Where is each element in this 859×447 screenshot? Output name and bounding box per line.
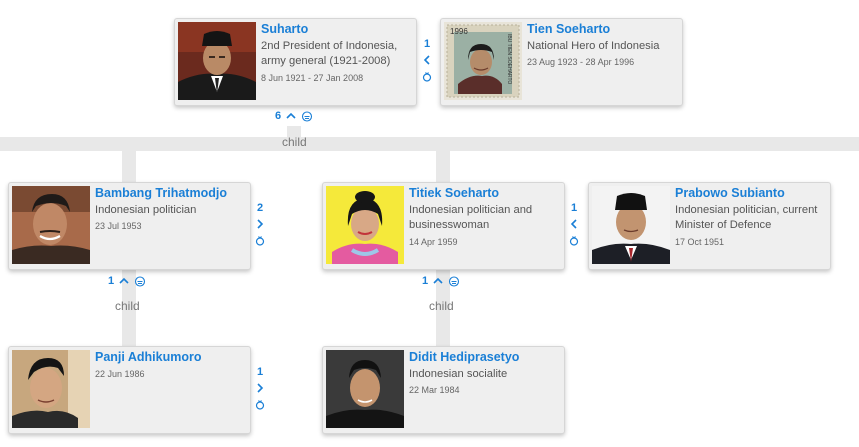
person-card-didit-hediprasetyo[interactable]: Didit Hediprasetyo Indonesian socialite … [322, 346, 565, 434]
titiek-children-controls: 1 [422, 275, 460, 287]
suharto-partner-controls: 1 [419, 36, 435, 84]
spouse-rings-icon[interactable] [252, 232, 268, 248]
person-description: Indonesian socialite [409, 368, 508, 380]
titiek-partner-controls: 1 [566, 200, 582, 248]
person-name[interactable]: Didit Hediprasetyo [409, 350, 520, 364]
person-dates: 23 Aug 1923 - 28 Apr 1996 [527, 57, 635, 67]
stamp-caption: IBU TIEN SOEHARTO [506, 34, 512, 84]
person-dates: 22 Mar 1984 [409, 385, 460, 395]
child-label: child [115, 299, 140, 313]
chevron-right-icon[interactable] [252, 380, 268, 396]
person-description: National Hero of Indonesia [527, 40, 660, 52]
person-name[interactable]: Bambang Trihatmodjo [95, 186, 227, 200]
spouse-rings-icon[interactable] [252, 396, 268, 412]
titiek-children-stem [436, 268, 450, 350]
person-photo [12, 350, 90, 428]
descendants-icon[interactable] [448, 275, 460, 287]
right-branch-connector [436, 137, 450, 185]
partner-count[interactable]: 1 [256, 366, 264, 378]
person-name[interactable]: Panji Adhikumoro [95, 350, 202, 364]
person-description: Indonesian politician [95, 204, 197, 216]
person-photo [326, 186, 404, 264]
person-photo [326, 350, 404, 428]
suharto-children-controls: 6 [275, 110, 313, 122]
person-photo [12, 186, 90, 264]
person-description: Indonesian politician and businesswoman [409, 204, 533, 231]
person-card-suharto[interactable]: Suharto 2nd President of Indonesia, army… [174, 18, 417, 106]
person-photo: 1996 IBU TIEN SOEHARTO [444, 22, 522, 100]
spouse-rings-icon[interactable] [419, 68, 435, 84]
person-name[interactable]: Titiek Soeharto [409, 186, 500, 200]
person-description: 2nd President of Indonesia, army general… [261, 40, 398, 67]
person-photo [592, 186, 670, 264]
panji-partner-controls: 1 [252, 364, 268, 412]
person-card-titiek-soeharto[interactable]: Titiek Soeharto Indonesian politician an… [322, 182, 565, 270]
person-dates: 14 Apr 1959 [409, 237, 458, 247]
person-card-prabowo-subianto[interactable]: Prabowo Subianto Indonesian politician, … [588, 182, 831, 270]
chevron-up-icon[interactable] [286, 112, 296, 120]
chevron-left-icon[interactable] [566, 216, 582, 232]
person-card-panji-adhikumoro[interactable]: Panji Adhikumoro 22 Jun 1986 [8, 346, 251, 434]
generation-bar [0, 137, 859, 151]
descendants-icon[interactable] [301, 110, 313, 122]
person-card-bambang-trihatmodjo[interactable]: Bambang Trihatmodjo Indonesian politicia… [8, 182, 251, 270]
partner-count[interactable]: 1 [423, 38, 431, 50]
children-count[interactable]: 1 [108, 275, 115, 287]
person-name[interactable]: Suharto [261, 22, 309, 36]
person-description: Indonesian politician, current Minister … [675, 204, 818, 231]
partner-count[interactable]: 1 [570, 202, 578, 214]
chevron-right-icon[interactable] [252, 216, 268, 232]
children-count[interactable]: 1 [422, 275, 429, 287]
left-branch-connector [122, 137, 136, 185]
person-photo [178, 22, 256, 100]
person-dates: 23 Jul 1953 [95, 221, 142, 231]
chevron-up-icon[interactable] [433, 277, 443, 285]
descendants-icon[interactable] [134, 275, 146, 287]
chevron-left-icon[interactable] [419, 52, 435, 68]
bambang-partner-controls: 2 [252, 200, 268, 248]
stamp-year: 1996 [450, 27, 468, 36]
chevron-up-icon[interactable] [119, 277, 129, 285]
children-count[interactable]: 6 [275, 110, 282, 122]
person-dates: 17 Oct 1951 [675, 237, 725, 247]
root-children-stem [287, 126, 301, 138]
person-name[interactable]: Tien Soeharto [527, 22, 611, 36]
person-dates: 8 Jun 1921 - 27 Jan 2008 [261, 73, 364, 83]
child-label: child [429, 299, 454, 313]
bambang-children-controls: 1 [108, 275, 146, 287]
person-dates: 22 Jun 1986 [95, 369, 145, 379]
person-name[interactable]: Prabowo Subianto [675, 186, 785, 200]
partner-count[interactable]: 2 [256, 202, 264, 214]
person-card-tien-soeharto[interactable]: 1996 IBU TIEN SOEHARTO Tien Soeharto Nat… [440, 18, 683, 106]
bambang-children-stem [122, 268, 136, 350]
child-label: child [282, 135, 307, 149]
spouse-rings-icon[interactable] [566, 232, 582, 248]
